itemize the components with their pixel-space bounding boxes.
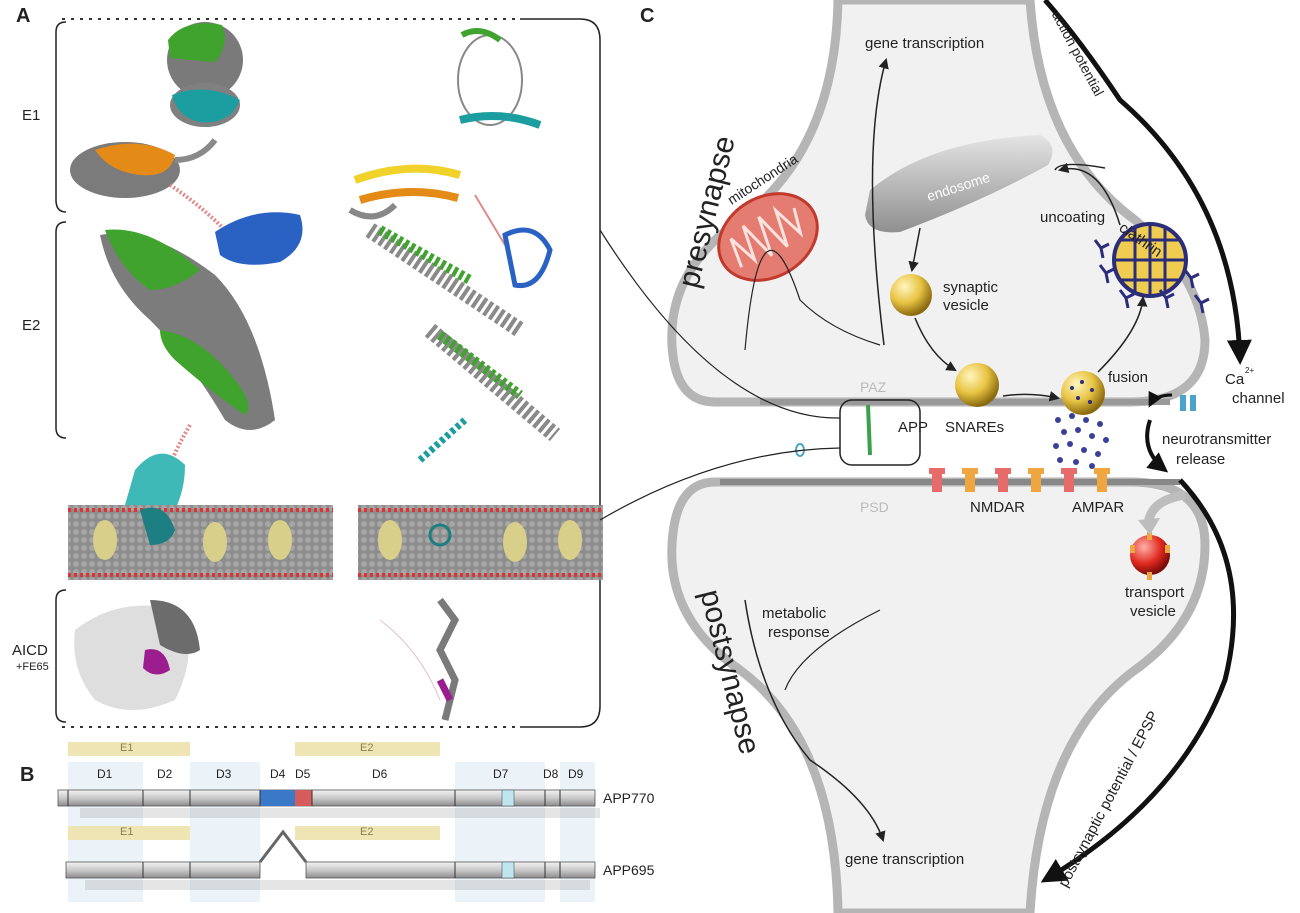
nmdar-label: NMDAR: [970, 499, 1025, 516]
panel-c-graphics: [599, 0, 1252, 913]
e2-region-top: [295, 742, 440, 756]
nmdar-1: [929, 468, 945, 492]
mitochondria: [717, 192, 819, 282]
app-box: [839, 399, 921, 466]
e1-region-label-bottom: E1: [120, 826, 134, 838]
nmdar-2: [995, 468, 1011, 492]
e2-label: E2: [22, 317, 41, 334]
transport-vesicle-label: vesicle: [1130, 603, 1176, 620]
snares-label: SNAREs: [945, 419, 1005, 436]
aicd-bracket: [55, 589, 67, 723]
domain-d5: D5: [295, 767, 311, 781]
fusing-vesicle: [1061, 371, 1105, 415]
ampar-label: AMPAR: [1072, 499, 1125, 516]
aicd-label: AICD: [12, 642, 48, 659]
e2-region-label-bottom: E2: [360, 826, 374, 838]
domain-d7: D7: [493, 767, 509, 781]
domain-d4: D4: [270, 767, 286, 781]
app695-bar-left: [65, 861, 261, 879]
channel-label: channel: [1232, 390, 1285, 407]
fe65-label: +FE65: [16, 661, 49, 673]
synaptic-vesicle-label-2: vesicle: [943, 297, 989, 314]
epsp-arrow: [1040, 478, 1237, 883]
panel-label-c: C: [640, 5, 655, 27]
synaptic-vesicle-label-1: synaptic: [943, 279, 999, 296]
app770-label: APP770: [603, 790, 655, 806]
panel-b-graphics: [57, 742, 600, 902]
synaptic-vesicle: [890, 274, 932, 316]
ca-channel-icon: [1180, 395, 1196, 411]
gene-transcription-top: gene transcription: [865, 35, 985, 52]
ca-label: Ca: [1225, 371, 1245, 388]
domain-d3: D3: [216, 767, 232, 781]
domain-d9: D9: [568, 767, 584, 781]
uncoating-label: uncoating: [1040, 209, 1106, 226]
e2-region-label-top: E2: [360, 742, 374, 754]
splice-junction: [258, 829, 308, 863]
app695-bar-right: [305, 861, 596, 879]
domain-d6: D6: [372, 767, 388, 781]
panel-a-bracket: [520, 18, 601, 728]
transport-label: transport: [1125, 584, 1185, 601]
nmdar-3: [1061, 468, 1077, 492]
ampar-3: [1094, 468, 1110, 492]
app770-bar: [57, 789, 596, 807]
transport-vesicle: [1130, 535, 1170, 575]
e1-region-top: [68, 742, 190, 756]
metabolic-label: metabolic: [762, 605, 827, 622]
app-label: APP: [898, 419, 929, 436]
e1-region-label-top: E1: [120, 742, 134, 754]
neurotransmitter-label: neurotransmitter: [1162, 431, 1272, 448]
action-potential-arrow: [1043, 0, 1252, 365]
neurotransmitter-cloud: [1053, 413, 1109, 469]
gene-transcription-bottom: gene transcription: [845, 851, 965, 868]
kpi-domain: [260, 790, 295, 806]
panel-a-graphics: [55, 18, 603, 728]
panel-label-b: B: [20, 764, 35, 786]
release-label: release: [1176, 451, 1226, 468]
endosome: [865, 135, 1053, 233]
domain-d8: D8: [543, 767, 559, 781]
app695-label: APP695: [603, 862, 655, 878]
paz-label: PAZ: [860, 379, 887, 395]
cartoon-model: [348, 28, 603, 721]
e1-label: E1: [22, 107, 41, 124]
receptors: [929, 468, 1110, 492]
ampar-2: [1028, 468, 1044, 492]
e1-bracket: [55, 21, 67, 213]
e2-bracket: [55, 221, 67, 439]
clathrin-coated-vesicle: [1093, 222, 1210, 314]
domain-d2: D2: [157, 767, 173, 781]
response-label: response: [768, 624, 830, 641]
ox2-domain: [295, 790, 312, 806]
ca-superscript: 2+: [1245, 366, 1255, 375]
ampar-1: [962, 468, 978, 492]
surface-model: [68, 22, 333, 710]
docked-vesicle: [955, 363, 999, 407]
domain-d1: D1: [97, 767, 113, 781]
psd-label: PSD: [860, 499, 889, 515]
panel-label-a: A: [16, 5, 31, 27]
e2-region-bottom: [295, 826, 440, 840]
e1-region-bottom: [68, 826, 190, 840]
fusion-label: fusion: [1108, 369, 1149, 386]
